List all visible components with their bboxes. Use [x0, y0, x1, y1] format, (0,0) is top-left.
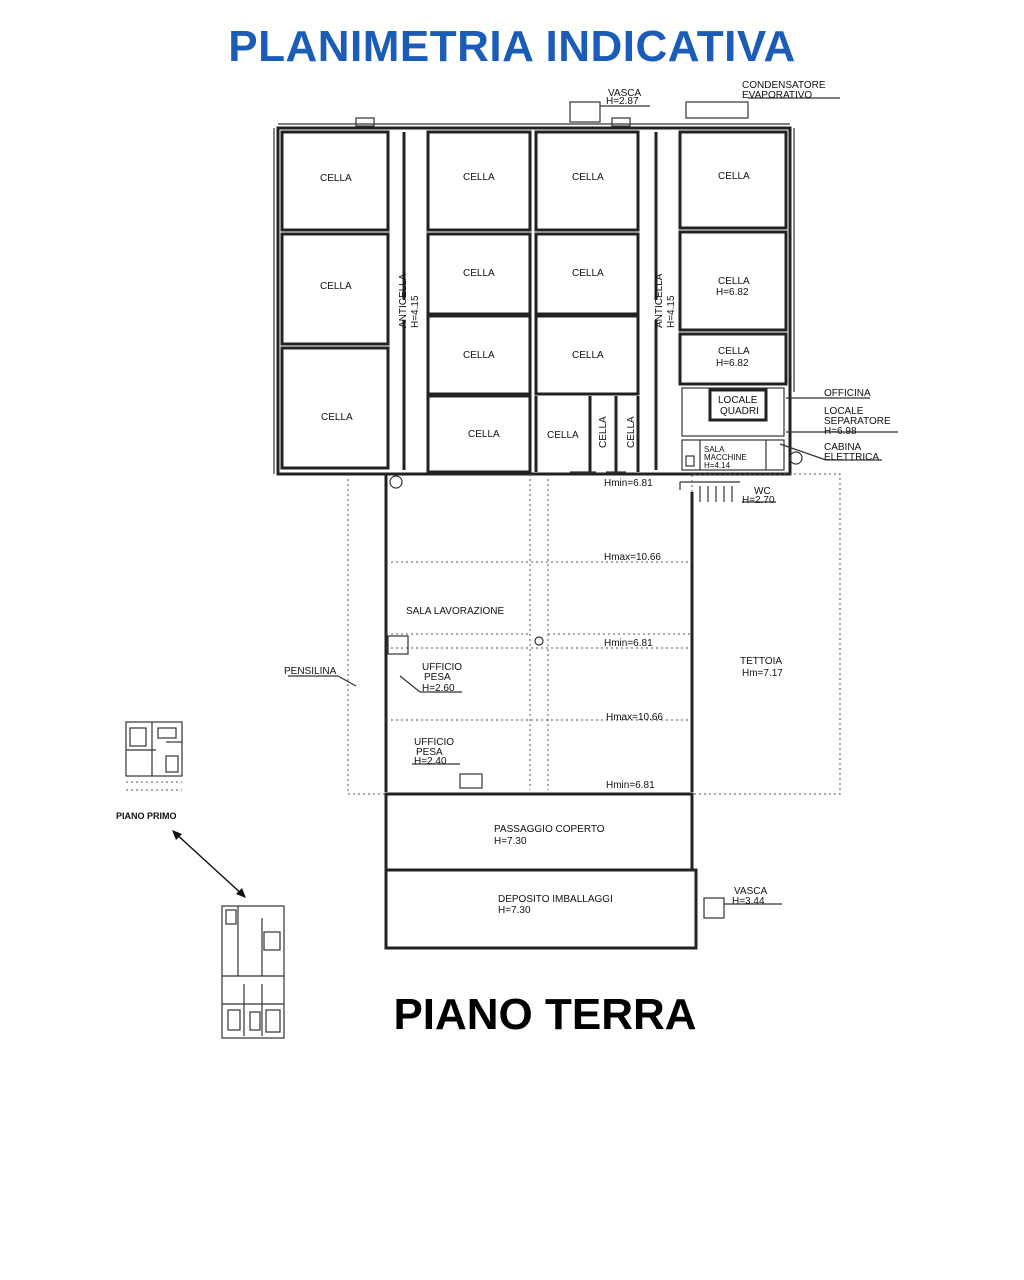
hmin-cells: Hmin=6.81 — [604, 478, 653, 489]
ufficio-pesa-1-label-2: PESA — [424, 672, 451, 683]
sala-lavorazione-label: SALA LAVORAZIONE — [406, 606, 505, 617]
ufficio-pesa-2-label: UFFICIO — [414, 737, 454, 748]
cella-15-height: H=6.82 — [716, 287, 749, 298]
mini-plan-piano-terra — [221, 905, 285, 1039]
anticella-right-height: H=4.15 — [666, 295, 677, 328]
hmin-2: Hmin=6.81 — [604, 638, 653, 649]
locale-separatore-label-1: LOCALE — [824, 406, 864, 417]
hmin-3: Hmin=6.81 — [606, 780, 655, 791]
deposito-imballaggi-height: H=7.30 — [498, 905, 531, 916]
vasca-top-height: H=2.87 — [606, 96, 639, 107]
hmax-1: Hmax=10.66 — [604, 552, 661, 563]
sala-macchine-height: H=4.14 — [704, 461, 731, 470]
ufficio-pesa-1-height: H=2.60 — [422, 683, 455, 694]
deposito-area — [384, 868, 698, 950]
ufficio-pesa-1-label: UFFICIO — [422, 662, 462, 673]
vasca-bottom-tank — [703, 897, 725, 919]
pensilina-label: PENSILINA — [284, 666, 337, 677]
cold-storage-block — [273, 123, 795, 476]
cabina-elettrica-label-1: CABINA — [824, 442, 862, 453]
ufficio-pesa-2-height: H=2.40 — [414, 756, 447, 767]
wc-label: WC — [754, 486, 771, 497]
mini-plan-piano-primo — [125, 721, 183, 791]
hmax-2: Hmax=10.66 — [606, 712, 663, 723]
piano-primo-label: PIANO PRIMO — [116, 811, 177, 821]
tettoia-outline — [691, 473, 841, 795]
cella-16: CELLA — [718, 346, 750, 357]
cella-9: CELLA — [463, 350, 495, 361]
locale-quadri-label-1: LOCALE — [718, 395, 758, 406]
locale-separatore-height: H=6.98 — [824, 426, 857, 437]
cella-11: CELLA — [468, 429, 500, 440]
sala-macchine-label-2: MACCHINE — [704, 453, 747, 462]
locale-separatore-label-2: SEPARATORE — [824, 416, 891, 427]
anticella-right: ANTICELLA — [654, 273, 665, 328]
cella-8: CELLA — [572, 268, 604, 279]
cella-5: CELLA — [572, 172, 604, 183]
deposito-imballaggi-label: DEPOSITO IMBALLAGGI — [498, 894, 613, 905]
arrow-connector — [172, 830, 246, 898]
anticella-left: ANTICELLA — [398, 273, 409, 328]
vasca-top-label: VASCA — [608, 88, 641, 99]
vasca-top-tank — [569, 101, 601, 123]
cella-12: CELLA — [547, 430, 579, 441]
cella-3: CELLA — [321, 412, 353, 423]
tettoia-label: TETTOIA — [740, 656, 782, 667]
pensilina-outline — [347, 474, 386, 795]
cella-6: CELLA — [718, 171, 750, 182]
tettoia-height: Hm=7.17 — [742, 668, 783, 679]
condensatore-label: CONDENSATORE — [742, 80, 826, 91]
cella-16-height: H=6.82 — [716, 358, 749, 369]
ufficio-pesa-2-label-2: PESA — [416, 747, 443, 758]
condensatore-unit — [685, 101, 749, 119]
cella-4: CELLA — [463, 172, 495, 183]
evaporativo-label: EVAPORATIVO — [742, 90, 812, 101]
cella-7: CELLA — [463, 268, 495, 279]
cabina-elettrica-label-2: ELETTRICA — [824, 452, 879, 463]
processing-hall — [384, 451, 803, 792]
cella-14: CELLA — [626, 416, 637, 448]
anticella-left-height: H=4.15 — [410, 295, 421, 328]
passaggio-coperto-height: H=7.30 — [494, 836, 527, 847]
officina-label: OFFICINA — [824, 388, 871, 399]
vasca-bottom-height: H=3.44 — [732, 896, 765, 907]
plan-title: PLANIMETRIA INDICATIVA — [228, 22, 796, 71]
cella-15: CELLA — [718, 276, 750, 287]
sala-macchine-label-1: SALA — [704, 445, 725, 454]
wc-height: H=2.70 — [742, 495, 775, 506]
passaggio-coperto-label: PASSAGGIO COPERTO — [494, 824, 605, 835]
floor-label: PIANO TERRA — [393, 990, 697, 1039]
cella-2: CELLA — [320, 281, 352, 292]
vasca-bottom-label: VASCA — [734, 886, 767, 897]
locale-quadri-label-2: QUADRI — [720, 406, 759, 417]
cella-13: CELLA — [598, 416, 609, 448]
cella-1: CELLA — [320, 173, 352, 184]
cella-10: CELLA — [572, 350, 604, 361]
